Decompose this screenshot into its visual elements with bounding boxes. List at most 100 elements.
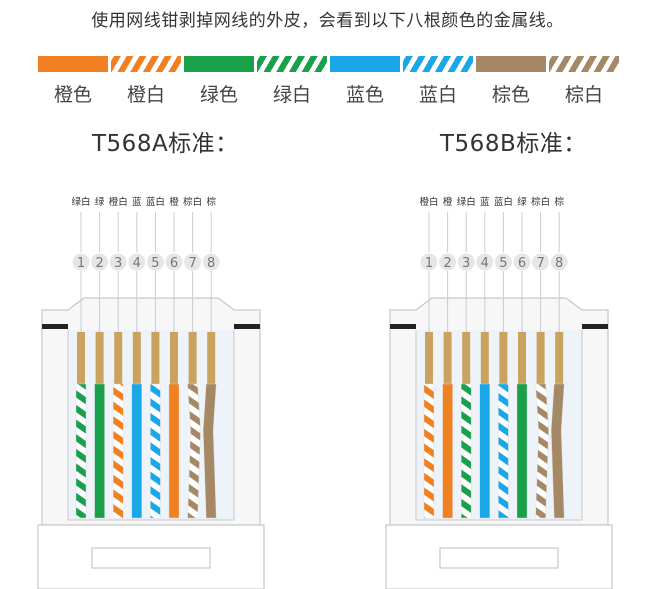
wire-label-6: 绿 bbox=[517, 196, 527, 208]
gold-contact-1 bbox=[77, 332, 85, 384]
legend-swatch-3 bbox=[184, 56, 254, 72]
gold-contact-6 bbox=[518, 332, 526, 384]
pin-circle-6 bbox=[513, 253, 531, 271]
cable-jacket-window bbox=[439, 547, 559, 569]
pin-circle-1 bbox=[72, 253, 90, 271]
wire-2 bbox=[94, 383, 105, 519]
pin-circle-2 bbox=[91, 253, 109, 271]
pin-number-6: 6 bbox=[170, 256, 178, 271]
gold-contact-3 bbox=[114, 332, 123, 384]
pin-circle-1 bbox=[420, 253, 438, 271]
wire-label-5: 蓝白 bbox=[494, 196, 513, 208]
legend-label-6: 蓝白 bbox=[418, 84, 457, 106]
intro-text: 使用网线钳剥掉网线的外皮，会看到以下八根颜色的金属线。 bbox=[91, 11, 564, 31]
gold-contact-3 bbox=[462, 332, 471, 384]
pin-circle-7 bbox=[184, 253, 202, 271]
legend-swatch-5 bbox=[330, 56, 400, 72]
pin-number-4: 4 bbox=[481, 256, 489, 271]
legend-swatch-1 bbox=[38, 56, 108, 72]
wire-4 bbox=[479, 383, 490, 519]
wire-label-5: 蓝白 bbox=[146, 196, 165, 208]
gold-contact-6 bbox=[170, 332, 178, 384]
legend-label-3: 绿色 bbox=[199, 84, 238, 106]
gold-contact-8 bbox=[207, 332, 216, 384]
cable-jacket-window bbox=[91, 547, 211, 569]
pin-circle-3 bbox=[109, 253, 127, 271]
t568b-title: T568B标准： bbox=[440, 131, 587, 157]
pin-circle-2 bbox=[439, 253, 457, 271]
pin-circle-3 bbox=[457, 253, 475, 271]
gold-contact-7 bbox=[188, 332, 197, 384]
pin-number-3: 3 bbox=[114, 256, 122, 271]
wire-7 bbox=[187, 383, 201, 519]
legend-swatch-2 bbox=[111, 56, 181, 72]
pin-number-5: 5 bbox=[499, 256, 507, 271]
pin-circle-4 bbox=[128, 253, 146, 271]
wire-label-8: 棕 bbox=[554, 196, 564, 208]
pin-number-8: 8 bbox=[207, 256, 215, 271]
pin-circle-5 bbox=[146, 253, 164, 271]
pin-number-8: 8 bbox=[555, 256, 563, 271]
pin-number-1: 1 bbox=[425, 256, 433, 271]
gold-contact-4 bbox=[132, 332, 141, 384]
gold-contact-2 bbox=[95, 332, 104, 384]
pin-number-7: 7 bbox=[188, 256, 196, 271]
gold-contact-8 bbox=[555, 332, 564, 384]
pin-circle-8 bbox=[202, 253, 220, 271]
wire-label-3: 橙白 bbox=[109, 196, 128, 208]
legend-label-8: 棕白 bbox=[564, 84, 603, 106]
latch-bar-right bbox=[234, 324, 260, 329]
pin-number-2: 2 bbox=[443, 256, 451, 271]
wire-6 bbox=[516, 383, 528, 519]
legend-swatch-7 bbox=[476, 56, 546, 72]
wire-2 bbox=[442, 383, 453, 519]
pin-circle-7 bbox=[532, 253, 550, 271]
connector-t568a: 绿白 1 绿 2 橙白 3 蓝 4 蓝白 5 橙 6 棕白 7 棕 8 bbox=[37, 196, 265, 589]
wire-5 bbox=[498, 383, 509, 519]
legend-label-4: 绿白 bbox=[272, 84, 311, 106]
pin-number-2: 2 bbox=[95, 256, 103, 271]
wire-3 bbox=[113, 383, 124, 519]
wire-label-2: 绿 bbox=[95, 196, 105, 208]
wire-label-3: 绿白 bbox=[457, 196, 476, 208]
wire-label-4: 蓝 bbox=[132, 196, 142, 208]
gold-contact-1 bbox=[425, 332, 433, 384]
legend-swatch-8 bbox=[549, 56, 619, 72]
wire-label-2: 橙 bbox=[443, 196, 453, 208]
wire-3 bbox=[461, 383, 472, 519]
gold-contact-5 bbox=[499, 332, 508, 384]
gold-contact-2 bbox=[443, 332, 452, 384]
t568a-title: T568A标准： bbox=[92, 131, 239, 157]
wire-8 bbox=[550, 383, 565, 519]
pin-number-7: 7 bbox=[536, 256, 544, 271]
color-legend: 橙色橙白绿色绿白蓝色蓝白棕色棕白 bbox=[0, 0, 655, 110]
wire-6 bbox=[168, 383, 180, 519]
pin-circle-8 bbox=[550, 253, 568, 271]
wire-8 bbox=[202, 383, 217, 519]
wire-label-6: 橙 bbox=[169, 196, 179, 208]
wire-label-1: 绿白 bbox=[71, 196, 90, 208]
latch-bar-left bbox=[390, 324, 416, 329]
wire-label-4: 蓝 bbox=[480, 196, 490, 208]
wire-label-7: 棕白 bbox=[183, 196, 202, 208]
wire-7 bbox=[535, 383, 549, 519]
wire-1 bbox=[423, 383, 435, 519]
latch-bar-right bbox=[582, 324, 608, 329]
wire-label-7: 棕白 bbox=[531, 196, 550, 208]
wire-label-1: 橙白 bbox=[419, 196, 438, 208]
gold-contact-5 bbox=[151, 332, 160, 384]
wire-4 bbox=[131, 383, 142, 519]
gold-contact-7 bbox=[536, 332, 545, 384]
latch-bar-left bbox=[42, 324, 68, 329]
pin-number-1: 1 bbox=[77, 256, 85, 271]
pin-number-5: 5 bbox=[151, 256, 159, 271]
pin-number-4: 4 bbox=[133, 256, 141, 271]
legend-label-2: 橙白 bbox=[126, 84, 165, 106]
wire-label-8: 棕 bbox=[206, 196, 216, 208]
pin-circle-5 bbox=[494, 253, 512, 271]
wire-1 bbox=[75, 383, 87, 519]
legend-swatch-4 bbox=[257, 56, 327, 72]
legend-label-7: 棕色 bbox=[491, 84, 530, 106]
legend-label-1: 橙色 bbox=[53, 84, 92, 106]
